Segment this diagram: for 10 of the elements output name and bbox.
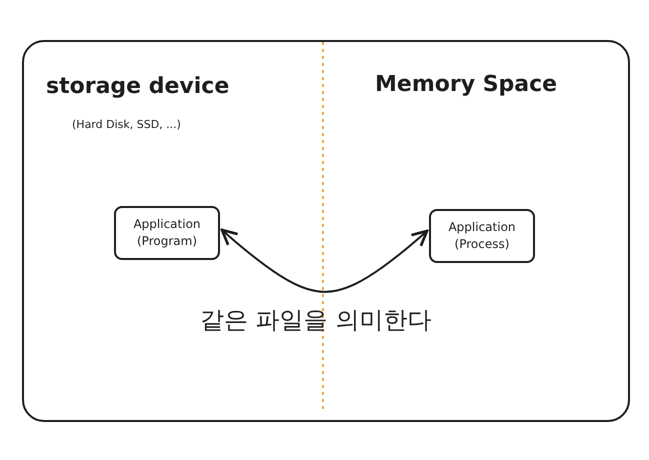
process-box bbox=[429, 209, 535, 263]
box-text: Application (Program) bbox=[132, 216, 202, 250]
heading: Memory Space bbox=[375, 72, 558, 97]
frame-box bbox=[22, 40, 630, 422]
box-text: Application (Process) bbox=[447, 219, 517, 253]
process-box bbox=[114, 206, 220, 260]
subheading: (Hard Disk, SSD, ...) bbox=[72, 118, 181, 131]
curved-arrow bbox=[220, 228, 428, 293]
caption-text: 같은 파일을 의미한다 bbox=[200, 305, 432, 336]
heading: storage device bbox=[46, 74, 230, 99]
